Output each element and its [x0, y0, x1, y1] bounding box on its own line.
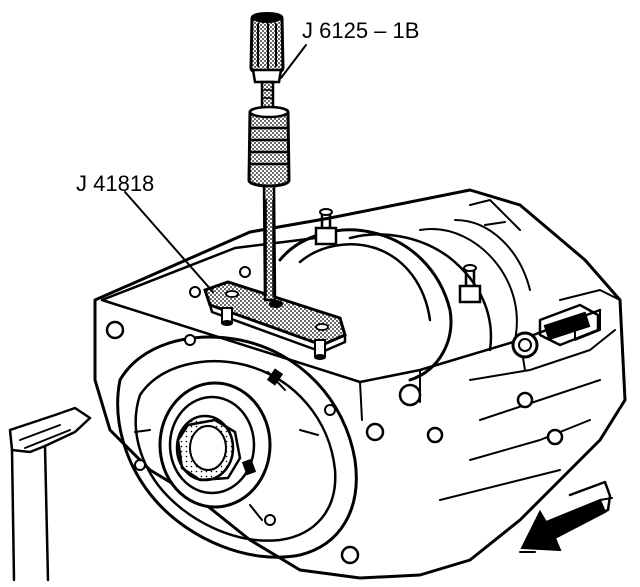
view-direction-arrow-icon	[519, 480, 613, 553]
deck-studs	[105, 208, 564, 565]
front-cover	[116, 334, 358, 559]
label-remover: J 41818	[76, 171, 155, 196]
leader-lines	[124, 44, 307, 293]
label-slide-hammer: J 6125 – 1B	[302, 18, 420, 43]
slide-hammer-j6125-1b	[247, 12, 291, 302]
remover-plate-j41818	[203, 280, 347, 360]
